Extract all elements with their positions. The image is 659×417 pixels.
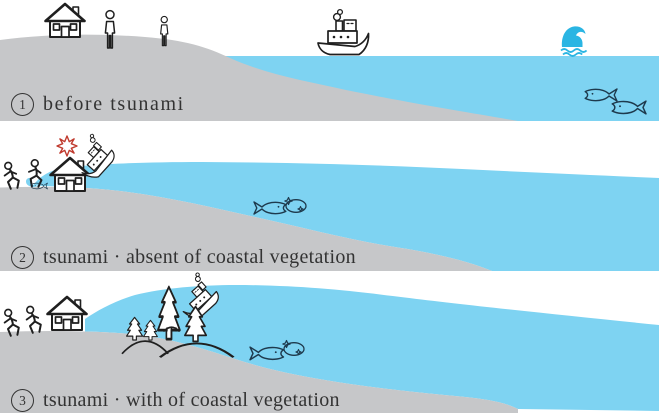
panel-1-caption: before tsunami xyxy=(43,93,185,115)
ship-icon xyxy=(317,8,370,56)
coastal-land xyxy=(0,34,518,121)
tsunami-water xyxy=(85,284,659,411)
panel-2-tsunami-no-vegetation xyxy=(0,132,659,271)
panel-1-number: 1 xyxy=(11,93,34,116)
panel-3-label: 3 tsunami · with of coastal vegetation xyxy=(11,389,340,412)
coastal-land xyxy=(0,186,492,271)
house-icon xyxy=(49,156,91,193)
panel-3-caption: tsunami · with of coastal vegetation xyxy=(43,389,340,411)
wave-icon xyxy=(560,25,588,57)
panel-2-number: 2 xyxy=(11,246,34,269)
house-icon xyxy=(44,2,86,39)
coastal-land xyxy=(0,331,518,413)
tsunami-water xyxy=(33,162,659,271)
panel-2-caption: tsunami · absent of coastal vegetation xyxy=(43,246,356,268)
panel-3-tsunami-with-vegetation xyxy=(0,270,659,413)
panel-1-label: 1 before tsunami xyxy=(11,93,185,116)
wave-curl xyxy=(26,177,38,187)
panel-2-label: 2 tsunami · absent of coastal vegetation xyxy=(11,246,356,269)
explosion-icon xyxy=(56,135,78,157)
panel-1-before-tsunami xyxy=(0,2,659,121)
house-icon xyxy=(46,295,88,332)
running-person-icon xyxy=(25,305,42,334)
panel-3-number: 3 xyxy=(11,389,34,412)
running-person-icon xyxy=(3,161,20,190)
